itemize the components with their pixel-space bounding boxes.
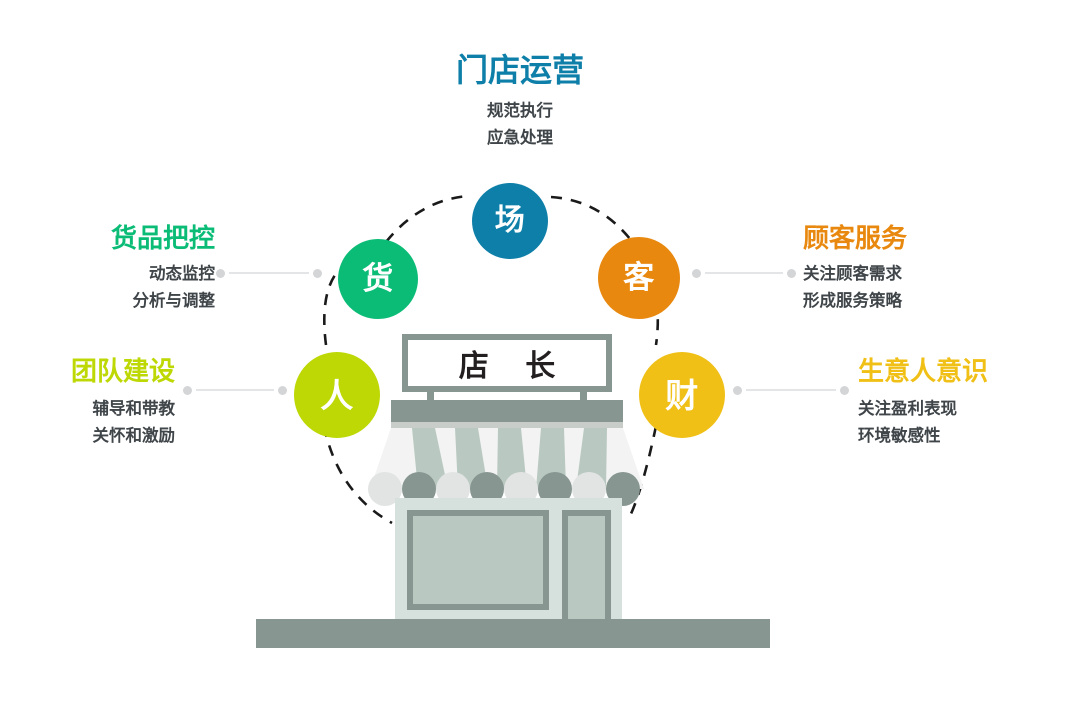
node-huo-label: 货 bbox=[362, 260, 394, 297]
block-store-operations-line-1: 规范执行 bbox=[487, 100, 553, 120]
block-store-operations: 门店运营 规范执行 应急处理 bbox=[372, 52, 668, 151]
block-goods-control-line-1: 动态监控 bbox=[149, 263, 215, 283]
connector-dot-start bbox=[733, 385, 742, 395]
block-team-building-line-1: 辅导和带教 bbox=[92, 398, 176, 418]
sign-board-face bbox=[408, 340, 606, 386]
node-chang-label: 场 bbox=[494, 203, 526, 238]
awning-header-bar bbox=[391, 400, 623, 422]
block-customer-service: 顾客服务 关注顾客需求 形成服务策略 bbox=[803, 224, 1080, 314]
block-customer-service-title: 顾客服务 bbox=[803, 224, 908, 254]
node-ke[interactable]: 客 bbox=[598, 237, 680, 319]
block-team-building-line-2: 关怀和激励 bbox=[92, 425, 176, 445]
node-cai-label: 财 bbox=[665, 375, 699, 415]
shop-window-glass bbox=[413, 516, 543, 604]
arc-ren-to-huo bbox=[323, 274, 337, 346]
connector-line bbox=[229, 272, 309, 274]
node-cai[interactable]: 财 bbox=[639, 352, 725, 438]
connector-customer-service bbox=[692, 268, 796, 278]
arc-chang-to-ke bbox=[550, 195, 636, 245]
arc-ren-to-bottom bbox=[322, 425, 393, 525]
connector-dot-start bbox=[216, 268, 225, 278]
block-goods-control: 货品把控 动态监控 分析与调整 bbox=[0, 224, 216, 314]
block-business-mindset-line-2: 环境敏感性 bbox=[858, 425, 941, 445]
connector-dot-start bbox=[692, 268, 701, 278]
awning-header-shadow bbox=[391, 422, 623, 428]
block-goods-control-line-2: 分析与调整 bbox=[132, 290, 216, 310]
block-customer-service-line-1: 关注顾客需求 bbox=[803, 263, 902, 283]
block-goods-control-title: 货品把控 bbox=[110, 224, 215, 254]
ground-platform bbox=[256, 619, 770, 648]
block-business-mindset-line-1: 关注盈利表现 bbox=[858, 398, 957, 418]
connector-team-building bbox=[183, 385, 287, 395]
node-ren[interactable]: 人 bbox=[294, 352, 380, 438]
connector-dot-start bbox=[183, 385, 192, 395]
connector-line bbox=[196, 389, 274, 391]
shop-sign-label: 店 长 bbox=[458, 349, 569, 384]
connector-dot-end bbox=[313, 268, 322, 278]
node-huo[interactable]: 货 bbox=[338, 239, 418, 319]
node-ke-label: 客 bbox=[623, 259, 655, 296]
connector-dot-end bbox=[787, 268, 796, 278]
connector-line bbox=[746, 389, 836, 391]
shop-door-panel bbox=[568, 516, 605, 621]
block-team-building-title: 团队建设 bbox=[70, 357, 175, 387]
arc-huo-to-chang bbox=[384, 194, 469, 243]
block-store-operations-line-2: 应急处理 bbox=[487, 127, 553, 147]
connector-goods-control bbox=[216, 268, 322, 278]
connector-dot-end bbox=[278, 385, 287, 395]
awning-scallops bbox=[368, 472, 640, 506]
block-business-mindset-title: 生意人意识 bbox=[858, 357, 989, 387]
block-team-building: 团队建设 辅导和带教 关怀和激励 bbox=[0, 357, 176, 449]
block-business-mindset: 生意人意识 关注盈利表现 环境敏感性 bbox=[858, 357, 1080, 449]
connector-business-mindset bbox=[733, 385, 849, 395]
node-ren-label: 人 bbox=[320, 375, 354, 415]
node-chang[interactable]: 场 bbox=[472, 183, 548, 259]
connector-dot-end bbox=[840, 385, 849, 395]
block-customer-service-line-2: 形成服务策略 bbox=[803, 290, 902, 310]
connector-line bbox=[705, 272, 783, 274]
block-store-operations-title: 门店运营 bbox=[455, 51, 584, 89]
